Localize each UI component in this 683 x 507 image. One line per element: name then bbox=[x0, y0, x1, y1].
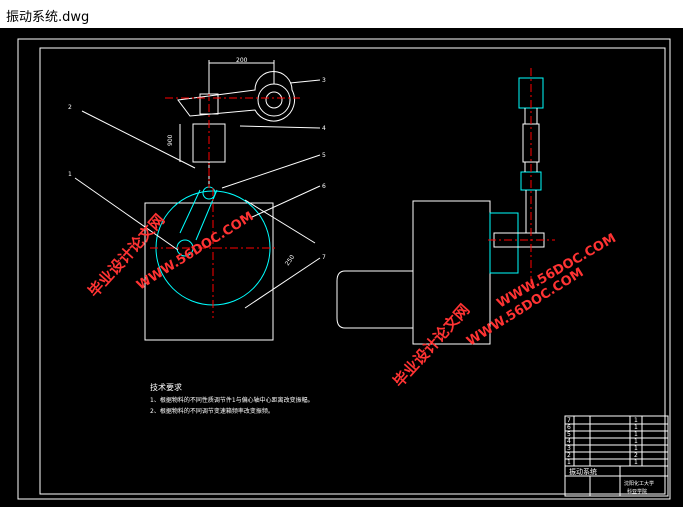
dim-900-text: 900 bbox=[167, 134, 174, 146]
svg-text:1: 1 bbox=[634, 445, 638, 452]
svg-text:5: 5 bbox=[567, 431, 571, 438]
svg-text:1: 1 bbox=[634, 424, 638, 431]
window-title: 振动系统.dwg bbox=[6, 10, 90, 25]
watermark-1: 毕业设计论文网 bbox=[85, 211, 169, 301]
title-block bbox=[564, 415, 669, 497]
window-titlebar: 振动系统.dwg bbox=[0, 0, 683, 29]
dim-250-text: 250 bbox=[284, 254, 296, 268]
svg-text:7: 7 bbox=[567, 417, 571, 424]
drawing-svg: 200 900 250 1 2 3 4 5 6 7 毕业设计论文网 WWW.56… bbox=[17, 38, 671, 500]
leader-3 bbox=[289, 79, 321, 84]
link-bar-a bbox=[179, 189, 201, 234]
tech-req-2: 2、根据物料的不同调节变速箱频率改变振频。 bbox=[150, 407, 274, 415]
inner-frame bbox=[39, 47, 666, 495]
flange-block bbox=[489, 212, 519, 274]
svg-text:2: 2 bbox=[634, 452, 638, 459]
link-bar-b bbox=[195, 189, 218, 241]
title-block-dept: 科亚学院 bbox=[627, 488, 647, 495]
title-block-name: 振动系统 bbox=[569, 467, 597, 476]
dim-line-250 bbox=[244, 199, 316, 244]
tech-heading: 技术要求 bbox=[150, 382, 182, 392]
callout-5: 5 bbox=[322, 152, 326, 159]
callout-2: 2 bbox=[68, 104, 72, 111]
leader-5 bbox=[221, 154, 321, 189]
outer-frame bbox=[17, 38, 671, 500]
svg-text:4: 4 bbox=[567, 438, 571, 445]
callout-3: 3 bbox=[322, 77, 326, 84]
leader-2 bbox=[81, 110, 196, 169]
crank-hub-inner bbox=[265, 91, 283, 109]
dim-200-text: 200 bbox=[236, 57, 248, 64]
crank-link bbox=[177, 71, 296, 122]
title-block-school: 沈阳化工大学 bbox=[624, 480, 654, 487]
title-block-frame bbox=[564, 415, 669, 497]
leader-4 bbox=[239, 125, 321, 129]
cad-drawing-canvas[interactable]: 200 900 250 1 2 3 4 5 6 7 毕业设计论文网 WWW.56… bbox=[0, 28, 683, 507]
watermark-url-3: WWW.56DOC.COM bbox=[495, 231, 619, 311]
right-view bbox=[336, 68, 555, 345]
svg-text:1: 1 bbox=[634, 459, 638, 466]
motor-body bbox=[336, 270, 413, 329]
watermark-url-2: WWW.56DOC.COM bbox=[464, 265, 586, 349]
svg-text:1: 1 bbox=[567, 459, 571, 466]
base-box bbox=[144, 202, 274, 341]
left-view bbox=[74, 60, 321, 341]
svg-text:1: 1 bbox=[634, 438, 638, 445]
watermarks: 毕业设计论文网 WWW.56DOC.COM 毕业设计论文网 WWW.56DOC.… bbox=[85, 209, 619, 390]
watermark-2: 毕业设计论文网 bbox=[390, 301, 474, 391]
svg-text:2: 2 bbox=[567, 452, 571, 459]
tech-req-1: 1、根据物料的不同性质调节件1与偏心轴中心距离改变振幅。 bbox=[150, 396, 314, 404]
callout-6: 6 bbox=[322, 183, 326, 190]
svg-text:3: 3 bbox=[567, 445, 571, 452]
svg-text:1: 1 bbox=[634, 417, 638, 424]
leader-7 bbox=[244, 257, 321, 309]
svg-text:1: 1 bbox=[634, 431, 638, 438]
callout-7: 7 bbox=[322, 254, 326, 261]
callout-4: 4 bbox=[322, 125, 326, 132]
crank-hub-outer bbox=[257, 83, 291, 117]
title-block-numbers: 7 6 5 4 3 2 1 1 1 1 1 1 2 1 bbox=[567, 417, 638, 466]
leader-6 bbox=[249, 185, 321, 219]
svg-text:6: 6 bbox=[567, 424, 571, 431]
leader-1 bbox=[74, 177, 179, 251]
callout-1: 1 bbox=[68, 171, 72, 178]
